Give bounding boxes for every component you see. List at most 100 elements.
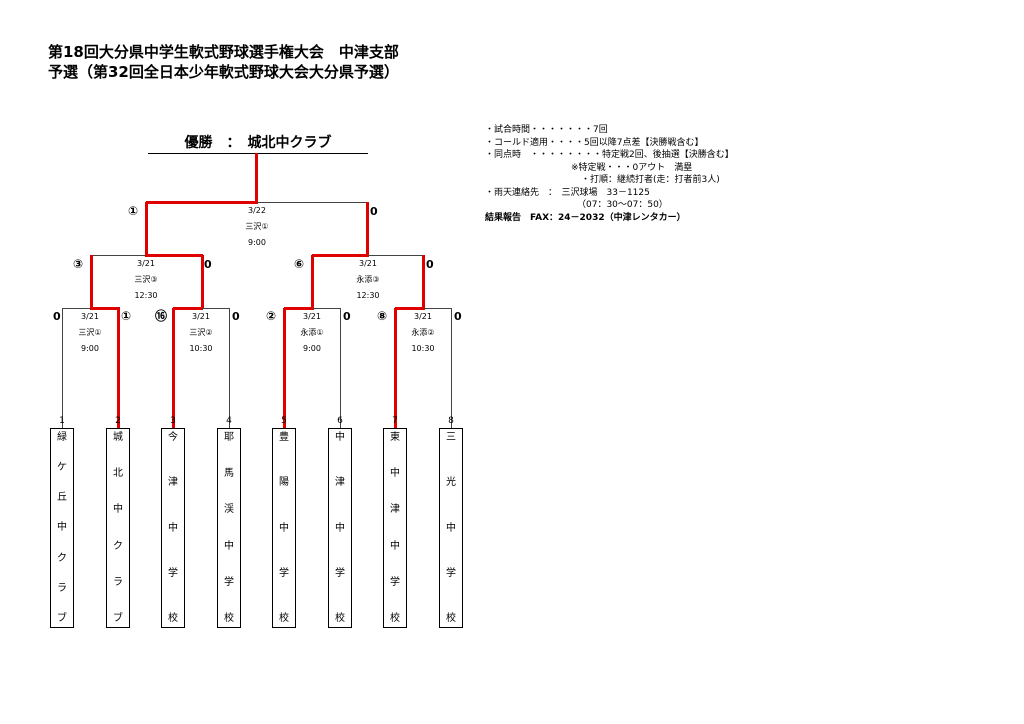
team-box: 今 津 中 学 校 xyxy=(161,428,185,628)
r3-match-number: ② xyxy=(266,309,277,323)
team-name-char: 馬 xyxy=(224,468,234,480)
champion-underline xyxy=(148,153,368,154)
team-name-char: 今 xyxy=(168,432,178,443)
r1-bar-right xyxy=(90,307,120,310)
team-seed-3: 3 xyxy=(170,416,176,426)
r4-score-right: 0 xyxy=(454,310,462,323)
sf2-time: 12:30 xyxy=(356,291,380,300)
r4-match-info: 3/21 永添② 10:30 xyxy=(391,309,455,357)
team-box: 緑 ケ 丘 中 ク ラ ブ xyxy=(50,428,74,628)
sf2-drop-left xyxy=(311,255,314,308)
team-name-char: 学 xyxy=(224,576,234,588)
team-name-char: 学 xyxy=(279,567,289,579)
team-name-char: 学 xyxy=(168,567,178,579)
sf2-drop-right xyxy=(422,255,425,308)
sf1-drop-left xyxy=(90,255,93,308)
team-name-char: 東 xyxy=(390,432,400,443)
sf2-venue: 永添③ xyxy=(356,275,380,284)
team-name-char: 中 xyxy=(57,522,67,534)
team-name-char: 津 xyxy=(168,477,178,489)
final-drop-right xyxy=(366,202,369,255)
sf1-match-info: 3/21 三沢③ 12:30 xyxy=(114,256,178,304)
note-rain-contact: ・雨天連絡先 ： 三沢球場 33－1125 xyxy=(485,187,650,198)
r3-bar-left xyxy=(284,307,314,310)
sf2-score-right: 0 xyxy=(426,258,434,271)
team-seed-4: 4 xyxy=(226,416,232,426)
team-name-char: 光 xyxy=(446,477,456,489)
team-name-char: 耶 xyxy=(224,432,234,443)
r2-drop-right xyxy=(229,308,230,428)
r2-bar-left xyxy=(173,307,203,310)
champion-label: 優勝 ： 城北中クラブ xyxy=(184,135,332,151)
final-bar-left xyxy=(146,201,258,204)
r1-time: 9:00 xyxy=(81,344,99,353)
team-name-char: 校 xyxy=(446,613,456,624)
team-name-char: 北 xyxy=(113,468,123,480)
team-name-char: ラ xyxy=(57,582,67,594)
r4-date: 3/21 xyxy=(414,312,432,321)
team-name-char: ク xyxy=(57,552,67,564)
r3-bar-right xyxy=(313,308,341,309)
r3-venue: 永添① xyxy=(300,328,324,337)
final-match-info: 3/22 三沢① 9:00 xyxy=(225,203,289,251)
note-called-game: ・コールド適用・・・・5回以降7点差【決勝戦含む】 xyxy=(485,137,704,148)
team-seed-1: 1 xyxy=(59,416,65,426)
team-name-char: 緑 xyxy=(57,432,67,443)
r4-drop-right xyxy=(451,308,452,428)
team-seed-5: 5 xyxy=(281,416,287,426)
r1-score-left: 0 xyxy=(53,310,61,323)
r1-bar-left xyxy=(62,308,92,309)
team-name-char: 城 xyxy=(113,432,123,443)
team-seed-7: 7 xyxy=(392,416,398,426)
page-title: 第18回大分県中学生軟式野球選手権大会 中津支部 予選（第32回全日本少年軟式野… xyxy=(48,42,399,82)
r2-match-number: ⑯ xyxy=(155,309,168,323)
r4-drop-left xyxy=(394,308,397,428)
team-box: 三 光 中 学 校 xyxy=(439,428,463,628)
team-name-char: 校 xyxy=(390,612,400,624)
team-name-char: 津 xyxy=(335,477,345,489)
r3-date: 3/21 xyxy=(303,312,321,321)
final-bar-right xyxy=(257,202,368,203)
sf1-bar-right xyxy=(145,254,203,257)
team-name-char: 校 xyxy=(168,613,178,624)
team-name-char: ク xyxy=(113,540,123,552)
team-box: 豊 陽 中 学 校 xyxy=(272,428,296,628)
final-score-right: 0 xyxy=(370,205,378,218)
sf2-bar-right xyxy=(368,255,424,256)
team-name-char: 学 xyxy=(390,576,400,588)
team-name-char: 中 xyxy=(446,522,456,534)
team-box: 東 中 津 中 学 校 xyxy=(383,428,407,628)
sf2-match-number: ⑥ xyxy=(294,257,305,271)
team-name-char: ラ xyxy=(113,576,123,588)
team-name-char: ブ xyxy=(57,612,67,624)
team-name-char: 校 xyxy=(335,613,345,624)
team-name-char: 校 xyxy=(279,613,289,624)
r2-drop-left xyxy=(172,308,175,428)
sf2-match-info: 3/21 永添③ 12:30 xyxy=(336,256,400,304)
sf2-date: 3/21 xyxy=(359,259,377,268)
r2-match-info: 3/21 三沢② 10:30 xyxy=(169,309,233,357)
title-line-2: 予選（第32回全日本少年軟式野球大会大分県予選） xyxy=(48,63,399,81)
r4-time: 10:30 xyxy=(411,344,435,353)
team-seed-8: 8 xyxy=(448,416,454,426)
team-name-char: 豊 xyxy=(279,432,289,443)
note-tie-rule: ・同点時 ・・・・・・・・特定戦2回、後抽選【決勝含む】 xyxy=(485,150,734,160)
r2-date: 3/21 xyxy=(192,312,210,321)
note-result-fax: 結果報告 FAX：24－2032（中津レンタカー） xyxy=(485,212,686,223)
team-name-char: 陽 xyxy=(279,477,289,489)
sf2-bar-left xyxy=(312,254,369,257)
r1-venue: 三沢① xyxy=(78,328,102,337)
team-name-char: 中 xyxy=(224,540,234,552)
team-box: 城 北 中 ク ラ ブ xyxy=(106,428,130,628)
team-name-char: ケ xyxy=(57,462,67,474)
r4-match-number: ⑧ xyxy=(377,309,388,323)
r1-drop-left xyxy=(62,308,63,428)
team-name-char: 中 xyxy=(390,540,400,552)
final-time: 9:00 xyxy=(248,238,266,247)
sf1-drop-right xyxy=(201,255,204,308)
note-batting-order: ・打順：継続打者(走：打者前3人) xyxy=(581,175,720,185)
r4-venue: 永添② xyxy=(411,328,435,337)
team-name-char: 三 xyxy=(446,432,456,443)
final-drop-left xyxy=(145,202,148,255)
r1-date: 3/21 xyxy=(81,312,99,321)
